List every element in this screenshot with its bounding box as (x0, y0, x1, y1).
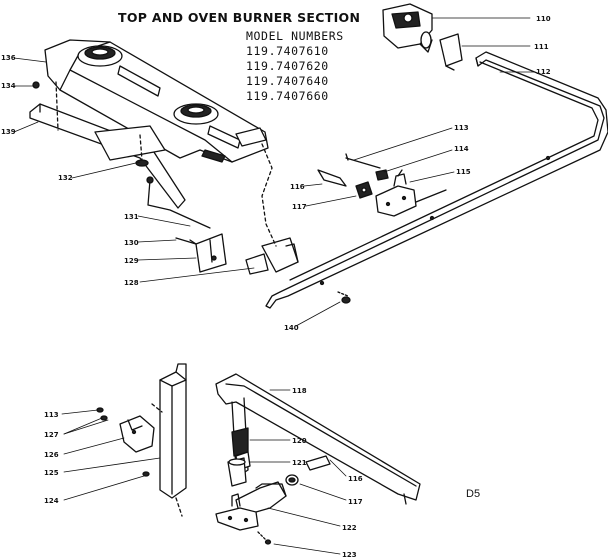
callout-139: 139 (1, 128, 16, 136)
callout-130: 130 (124, 239, 139, 247)
callout-121: 121 (292, 459, 307, 467)
callout-115: 115 (456, 168, 471, 176)
top-burner-assembly (29, 39, 269, 209)
callout-132: 132 (58, 174, 73, 182)
callout-136: 136 (1, 54, 16, 62)
leader-lines (13, 17, 535, 555)
callout-113a: 113 (454, 124, 469, 132)
callout-117b: 117 (348, 498, 363, 506)
oven-burner-bracket-assembly (96, 363, 187, 517)
model-number: 119.7407660 (246, 89, 329, 103)
section-title: TOP AND OVEN BURNER SECTION (118, 10, 361, 25)
callout-114: 114 (454, 145, 469, 153)
callout-120: 120 (292, 437, 307, 445)
callout-113b: 113 (44, 411, 59, 419)
model-number: 119.7407610 (246, 44, 329, 58)
callout-129: 129 (124, 257, 139, 265)
callout-128: 128 (124, 279, 139, 287)
callout-126: 126 (44, 451, 59, 459)
callout-112: 112 (536, 68, 551, 76)
callout-118: 118 (292, 387, 307, 395)
callout-125: 125 (44, 469, 59, 477)
diagram-code: D5 (466, 488, 481, 500)
callout-110: 110 (536, 15, 551, 23)
callout-labels: 110 111 112 113 114 115 116 117 136 134 … (1, 15, 551, 559)
callout-116b: 116 (348, 475, 363, 483)
callout-134: 134 (1, 82, 16, 90)
model-number: 119.7407640 (246, 74, 329, 88)
callout-131: 131 (124, 213, 139, 221)
oven-burner-tube-assembly (215, 373, 421, 545)
callout-122: 122 (342, 524, 357, 532)
model-number: 119.7407620 (246, 59, 329, 73)
callout-116a: 116 (290, 183, 305, 191)
callout-111: 111 (534, 43, 549, 51)
callout-123: 123 (342, 551, 357, 559)
callout-117a: 117 (292, 203, 307, 211)
callout-127: 127 (44, 431, 59, 439)
model-numbers-heading: MODEL NUMBERS (246, 29, 344, 43)
pilot-assembly (146, 143, 299, 275)
valve-manifold-assembly (265, 3, 608, 309)
callout-124: 124 (44, 497, 59, 505)
callout-140: 140 (284, 324, 299, 332)
model-numbers-block: MODEL NUMBERS 119.7407610 119.7407620 11… (246, 29, 344, 104)
